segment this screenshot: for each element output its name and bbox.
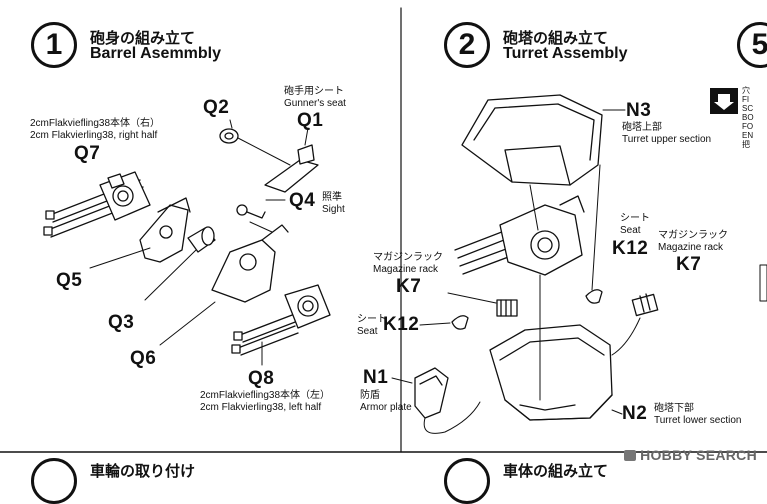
armor-label-jp: 防盾 xyxy=(360,390,380,401)
step5-note-line: SC xyxy=(742,104,754,113)
mag-label-en-left: Magazine rack xyxy=(373,264,439,275)
q6-bracket xyxy=(159,224,289,346)
bottom-right-title-jp: 車体の組み立て xyxy=(503,463,609,480)
seat-label-en-right: Seat xyxy=(620,225,641,236)
seat-label-jp-left: シート xyxy=(357,314,387,325)
upper-label-jp: 砲塔上部 xyxy=(622,122,662,133)
part-k12-right: K12 xyxy=(612,238,649,259)
step-number-2: 2 xyxy=(444,22,490,68)
step2-title-jp: 砲塔の組み立て xyxy=(503,30,609,47)
q8-gun-left-half xyxy=(231,284,331,366)
armor-label-en: Armor plate xyxy=(360,402,412,413)
left-half-label-jp: 2cmFlakviefling38本体（左） xyxy=(200,390,331,401)
gunner-seat-label-jp: 砲手用シート xyxy=(284,86,344,97)
k12-seat-left xyxy=(419,315,469,330)
part-n2: N2 xyxy=(622,403,648,424)
part-q5: Q5 xyxy=(56,270,83,291)
lower-label-jp: 砲塔下部 xyxy=(654,403,694,414)
upper-label-en: Turret upper section xyxy=(622,134,712,145)
step5-note-line: FI xyxy=(742,95,750,104)
part-q4: Q4 xyxy=(289,190,316,211)
part-k12-left: K12 xyxy=(383,314,420,335)
step5-note-line: EN xyxy=(742,131,754,140)
right-half-label-en: 2cm Flakvierling38, right half xyxy=(30,130,158,141)
n1-armor-plate xyxy=(391,367,481,434)
seat-label-jp-right: シート xyxy=(620,213,650,224)
gunner-seat-label-en: Gunner's seat xyxy=(284,98,346,109)
part-q7: Q7 xyxy=(74,143,101,164)
mag-label-jp-left: マガジンラック xyxy=(373,252,443,263)
part-q1: Q1 xyxy=(297,110,324,131)
part-k7-right: K7 xyxy=(676,254,702,275)
part-n3: N3 xyxy=(626,100,652,121)
step1-title-jp: 砲身の組み立て xyxy=(90,30,196,47)
right-half-label-jp: 2cmFlakviefling38本体（右） xyxy=(30,118,161,129)
turret-gun-assembly xyxy=(454,195,585,276)
watermark-logo-icon xyxy=(624,450,637,461)
q4-sight xyxy=(236,199,286,233)
step1-title-en: Barrel Asemmbly xyxy=(90,45,222,62)
step5-note-line: 把 xyxy=(742,140,750,149)
q7-gun-right-half xyxy=(43,171,151,238)
part-q3: Q3 xyxy=(108,312,135,333)
seat-label-en-left: Seat xyxy=(357,326,378,337)
q5-mount xyxy=(89,197,191,269)
step-number-4-partial xyxy=(444,458,490,504)
left-half-label-en: 2cm Flakvierling38, left half xyxy=(200,402,322,413)
mag-label-en-right: Magazine rack xyxy=(658,242,724,253)
step5-note-line: FO xyxy=(742,122,754,131)
sight-label-en: Sight xyxy=(322,204,345,215)
step5-note-line: 穴 xyxy=(742,86,750,95)
k12-seat-right xyxy=(585,289,603,304)
mag-label-jp-right: マガジンラック xyxy=(658,230,728,241)
part-q6: Q6 xyxy=(130,348,157,369)
watermark-text: HOBBY SEARCH xyxy=(640,447,757,463)
q1-seat xyxy=(264,127,319,193)
k7-magazine-rack-left xyxy=(447,292,518,317)
n2-turret-lower xyxy=(489,324,623,421)
q3-cylinder xyxy=(144,226,216,301)
part-n1: N1 xyxy=(363,367,389,388)
k7-magazine-rack-right xyxy=(631,293,659,317)
q2-ring xyxy=(219,119,291,166)
step-number-1: 1 xyxy=(31,22,77,68)
n3-turret-upper xyxy=(461,94,626,186)
step-number-5: 5 xyxy=(737,22,767,68)
watermark: HOBBY SEARCH xyxy=(624,447,757,463)
part-q8: Q8 xyxy=(248,368,275,389)
step5-note-line: BO xyxy=(742,113,754,122)
sight-label-jp: 照準 xyxy=(322,192,342,203)
instruction-drawing xyxy=(0,7,767,453)
bottom-left-title-jp: 車輪の取り付け xyxy=(90,463,196,480)
step5-note: 穴 FI SC BO FO EN 把 xyxy=(742,86,767,149)
step-number-3-partial xyxy=(31,458,77,504)
lower-label-en: Turret lower section xyxy=(654,415,742,426)
part-k7-left: K7 xyxy=(396,276,422,297)
step2-title-en: Turret Assembly xyxy=(503,45,628,62)
part-q2: Q2 xyxy=(203,97,230,118)
